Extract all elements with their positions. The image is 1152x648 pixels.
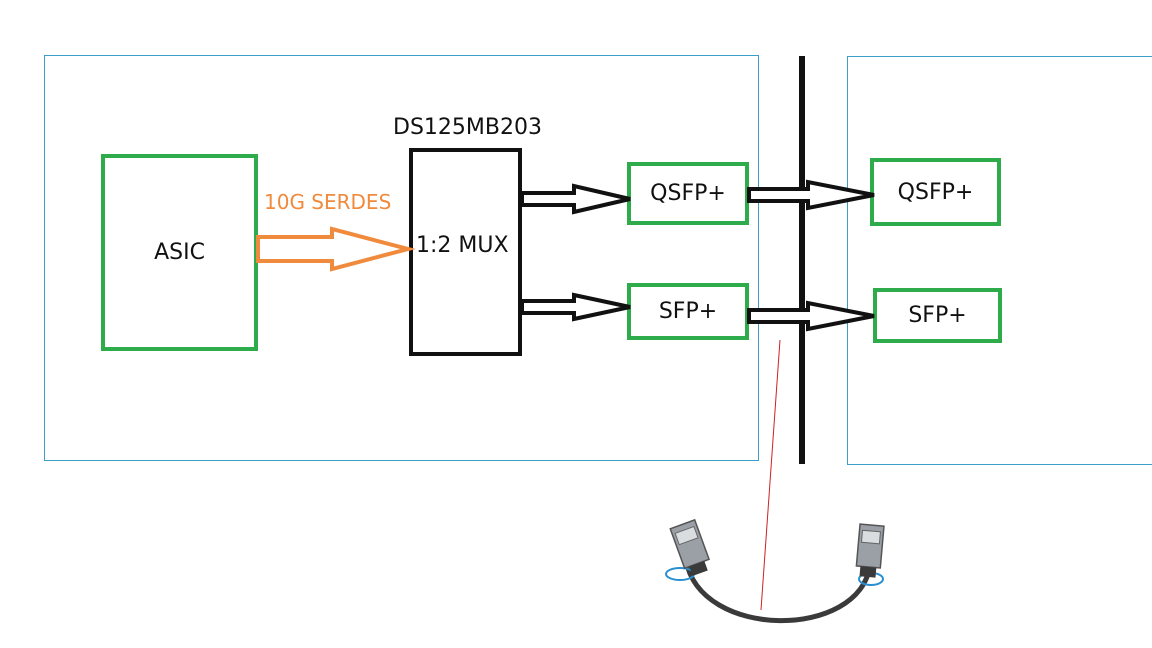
right-sfp-label: SFP+ [908,303,967,328]
right-qsfp-port: QSFP+ [870,158,1001,226]
cable-callout-line [760,339,781,611]
right-qsfp-label: QSFP+ [897,179,974,205]
chip-part-number: DS125MB203 [393,115,542,140]
asic-label: ASIC [154,240,205,265]
mux-to-sfp-arrow [520,292,631,322]
left-sfp-label: SFP+ [658,299,718,324]
serdes-arrow [256,226,416,272]
sfp-link-arrow [747,300,875,332]
qsfp-link-arrow [747,179,875,211]
mux-to-qsfp-arrow [520,183,631,215]
left-board [44,55,759,461]
left-qsfp-label: QSFP+ [650,181,726,206]
mux-label: 1:2 MUX [416,233,509,258]
asic-block: ASIC [101,154,258,351]
mux-chip [409,148,522,356]
right-sfp-port: SFP+ [873,288,1002,343]
serdes-link-label: 10G SERDES [264,190,392,214]
dac-cable-icon [665,518,885,624]
right-board [847,56,1152,465]
